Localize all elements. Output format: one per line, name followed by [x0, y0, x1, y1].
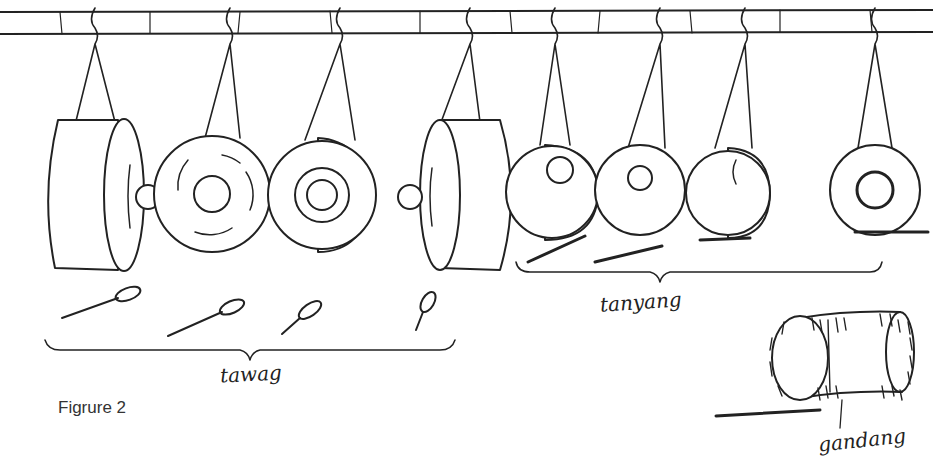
- leader-line: [840, 400, 842, 428]
- tawag-gongs: [48, 119, 511, 271]
- mallets: [62, 284, 439, 336]
- tanyang-gongs: [506, 145, 920, 240]
- brackets: [45, 262, 882, 360]
- figure-caption: Figrure 2: [58, 398, 126, 418]
- instrument-label: tanyang: [599, 287, 682, 317]
- sticks: [528, 232, 928, 416]
- instrument-label: gandang: [817, 423, 907, 456]
- instrument-label: tawag: [219, 360, 282, 387]
- gandang-drum: [770, 312, 914, 400]
